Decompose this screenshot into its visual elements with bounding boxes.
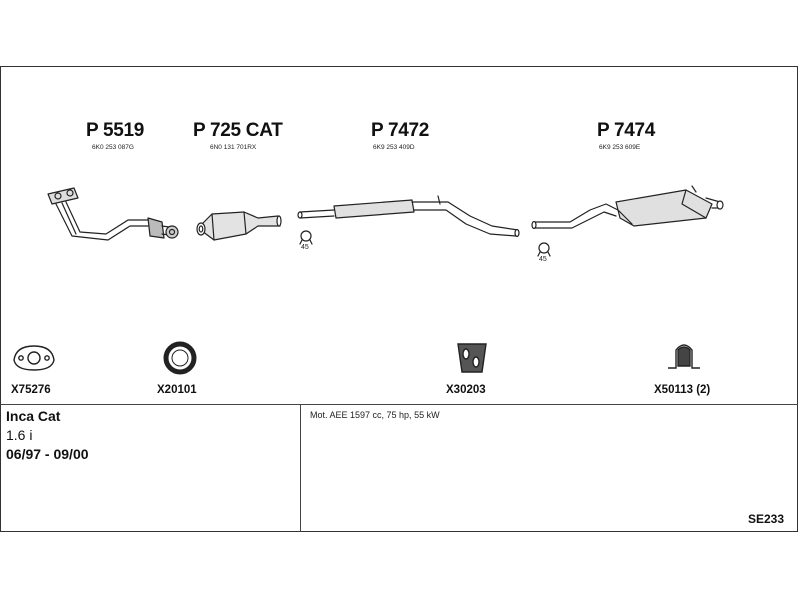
rubber-hanger-icon xyxy=(457,343,487,373)
engine-spec: Mot. AEE 1597 cc, 75 hp, 55 kW xyxy=(310,410,440,420)
vehicle-engine: 1.6 i xyxy=(6,427,33,443)
catalyst-drawing xyxy=(196,211,282,241)
flange-gasket-icon xyxy=(13,345,55,371)
part-number-middle-silencer: P 7472 xyxy=(371,120,430,141)
diagram-code: SE233 xyxy=(748,512,785,526)
vehicle-years: 06/97 - 09/00 xyxy=(6,446,89,462)
table-divider-vertical xyxy=(300,404,301,532)
front-pipe-drawing xyxy=(47,187,179,241)
accessory-code-flange-gasket: X75276 xyxy=(11,384,51,396)
mounting-bracket-icon xyxy=(668,344,700,369)
accessory-code-rubber-hanger: X30203 xyxy=(446,384,486,396)
middle-silencer-drawing xyxy=(297,195,520,245)
accessory-code-bracket: X50113 (2) xyxy=(654,384,711,396)
diagram-frame xyxy=(0,66,798,532)
clamp-angle-label: 45 xyxy=(301,244,309,251)
part-code-rear-silencer: 6K9 253 609E xyxy=(599,144,641,151)
part-code-catalyst: 6N0 131 701RX xyxy=(210,144,257,151)
part-number-rear-silencer: P 7474 xyxy=(597,120,656,141)
ring-gasket-icon xyxy=(163,341,197,375)
rear-silencer-drawing xyxy=(531,185,724,257)
accessory-code-ring-gasket: X20101 xyxy=(157,384,197,396)
table-divider-horizontal xyxy=(0,404,798,405)
vehicle-model: Inca Cat xyxy=(6,408,61,424)
part-number-front-pipe: P 5519 xyxy=(86,120,145,141)
part-code-front-pipe: 6K0 253 087G xyxy=(92,144,134,151)
part-number-catalyst: P 725 CAT xyxy=(193,120,283,141)
clamp-angle-label: 45 xyxy=(539,256,547,263)
part-code-middle-silencer: 6K9 253 409D xyxy=(373,144,415,151)
